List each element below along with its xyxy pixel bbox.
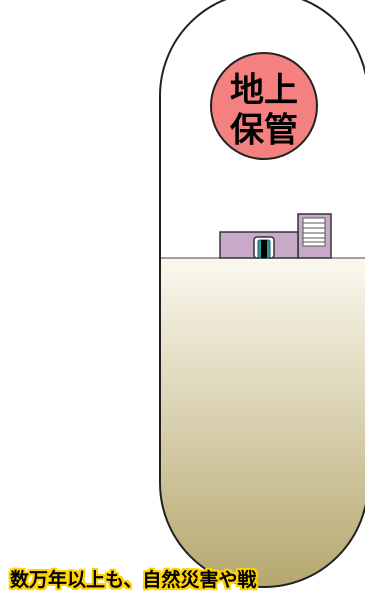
above-ground-storage-badge: 地上 保管: [210, 52, 318, 160]
storage-facility: [219, 213, 332, 259]
badge-label-line1: 地上: [230, 71, 298, 111]
capsule-outline: [159, 0, 365, 588]
underground-layer: [160, 258, 365, 587]
badge-label-line2: 保管: [230, 111, 298, 151]
caption-text: 数万年以上も、自然災害や戦: [10, 569, 257, 591]
